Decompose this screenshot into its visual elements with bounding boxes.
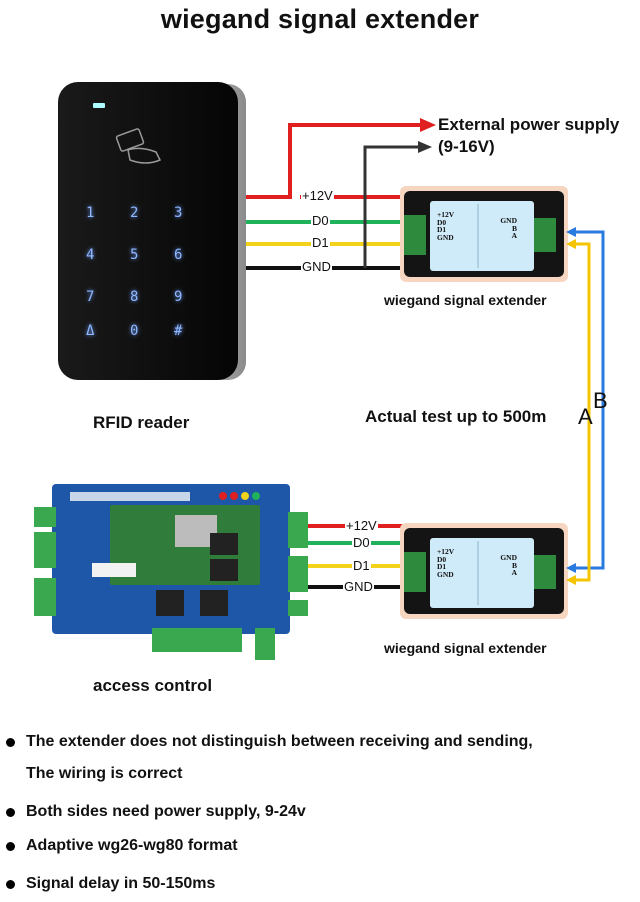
wire-label-12v-bottom: +12V — [345, 518, 378, 533]
extender-top-right-pins: GND B A — [497, 217, 517, 240]
keypad-key[interactable]: 1 — [86, 205, 95, 221]
wire-label-d0: D0 — [311, 213, 330, 228]
pin-label: +12V — [437, 210, 455, 219]
ground-feed-wire — [363, 145, 420, 268]
wire-label-d1: D1 — [311, 235, 330, 250]
bullet-icon — [6, 880, 15, 889]
wire-label-gnd-bottom: GND — [343, 579, 374, 594]
pin-label: D0 — [437, 217, 447, 227]
keypad-key[interactable]: Δ — [86, 323, 95, 339]
keypad-key[interactable]: 8 — [130, 289, 139, 305]
pin-label: D1 — [437, 562, 447, 571]
wire-label-12v: +12V — [301, 188, 334, 203]
feature-list: The extender does not distinguish betwee… — [6, 726, 636, 900]
card-reader-icon — [115, 128, 162, 164]
page-title: wiegand signal extender — [160, 4, 480, 34]
pin-label: GND — [437, 569, 454, 579]
keypad-key[interactable]: 2 — [130, 205, 139, 221]
status-led-icon — [93, 103, 105, 108]
pin-label: GND — [437, 232, 454, 242]
line-a — [572, 242, 591, 582]
keypad-key[interactable]: 7 — [86, 289, 95, 305]
access-control-label: access control — [93, 676, 213, 695]
keypad-key[interactable]: 4 — [86, 247, 95, 263]
feature-item: Adaptive wg26-wg80 format — [6, 830, 636, 862]
feature-item: The extender does not distinguish betwee… — [6, 726, 636, 790]
extender-bottom — [400, 523, 568, 619]
extender-bottom-left-pins: +12V D0 D1 GND — [437, 548, 454, 578]
arrow-icon — [566, 239, 576, 249]
keypad-key[interactable]: 5 — [130, 247, 139, 263]
extender-bottom-label: wiegand signal extender — [384, 640, 547, 656]
line-b-label: B — [593, 388, 608, 413]
external-power-line1: External power supply — [438, 115, 620, 134]
keypad-key[interactable]: # — [174, 323, 183, 339]
pin-label: D1 — [437, 225, 447, 234]
pin-label: B — [511, 223, 517, 233]
pin-label: B — [511, 560, 517, 570]
keypad-key[interactable]: 6 — [174, 247, 183, 263]
line-a-label: A — [578, 404, 593, 429]
feature-text: Both sides need power supply, 9-24v — [26, 803, 306, 820]
keypad-key[interactable]: 0 — [130, 323, 139, 339]
feature-text: The wiring is correct — [26, 765, 183, 782]
keypad-key[interactable]: 3 — [174, 205, 183, 221]
access-control-board — [34, 484, 308, 660]
pin-label: +12V — [437, 547, 455, 556]
pin-label: D0 — [437, 554, 447, 564]
ab-lines — [566, 227, 605, 585]
keypad-key[interactable]: 9 — [174, 289, 183, 305]
feature-text: Signal delay in 50-150ms — [26, 875, 216, 892]
wire-label-d0-bottom: D0 — [352, 535, 371, 550]
arrow-icon — [566, 575, 576, 585]
extender-top — [400, 186, 568, 282]
test-distance-label: Actual test up to 500m — [365, 407, 547, 426]
pin-label: A — [511, 231, 517, 240]
extender-top-left-pins: +12V D0 D1 GND — [437, 211, 454, 241]
rfid-reader-label: RFID reader — [93, 413, 190, 432]
wire-label-gnd: GND — [301, 259, 332, 274]
arrow-icon — [566, 227, 576, 237]
bullet-icon — [6, 808, 15, 817]
extender-bottom-right-pins: GND B A — [497, 554, 517, 577]
feature-text: Adaptive wg26-wg80 format — [26, 837, 238, 854]
pin-label: A — [511, 568, 517, 577]
feature-item: Both sides need power supply, 9-24v — [6, 796, 636, 828]
arrow-icon — [418, 141, 432, 153]
external-power-line2: (9-16V) — [438, 137, 495, 156]
power-wire-red — [246, 123, 420, 199]
pin-label: GND — [500, 216, 517, 225]
extender-top-label: wiegand signal extender — [384, 292, 547, 308]
arrow-icon — [566, 563, 576, 573]
bullet-icon — [6, 738, 15, 747]
feature-text: The extender does not distinguish betwee… — [26, 733, 533, 750]
external-power-label: External power supply (9-16V) — [438, 114, 619, 158]
bullet-icon — [6, 842, 15, 851]
rfid-reader — [58, 82, 246, 380]
pin-label: GND — [500, 553, 517, 562]
feature-item: Signal delay in 50-150ms — [6, 868, 636, 900]
wire-label-d1-bottom: D1 — [352, 558, 371, 573]
arrow-icon — [420, 118, 436, 132]
